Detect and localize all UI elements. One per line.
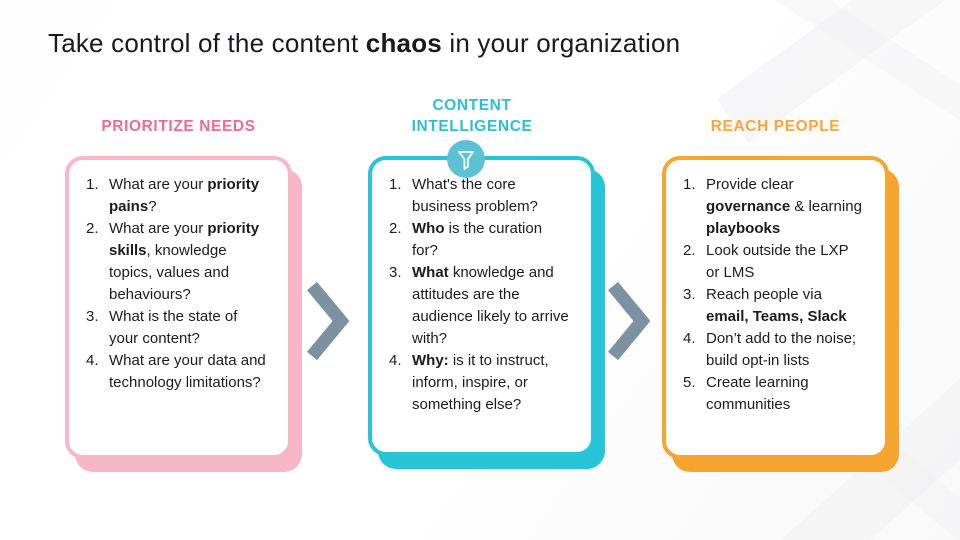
list-item: What are your priority skills, knowledge… (86, 218, 260, 303)
card: What are your priority pains?What are yo… (65, 156, 302, 459)
column-header: PRIORITIZE NEEDS (101, 118, 256, 136)
slide-title: Take control of the content chaos in you… (48, 28, 681, 58)
card: Provide clear governance & learning play… (662, 156, 899, 459)
list-item: Provide clear governance & learning play… (683, 174, 862, 237)
column-header: REACH PEOPLE (710, 118, 841, 136)
funnel-icon (447, 140, 485, 178)
list-item: What knowledge and attitudes are the aud… (389, 262, 569, 347)
list-item: Don’t add to the noise; build opt-in lis… (683, 328, 857, 369)
list-item: What are your priority pains? (86, 174, 260, 215)
list-item: What is the state of your content? (86, 306, 238, 347)
column-content-intelligence: CONTENT INTELLIGENCE What's the core bus… (368, 90, 605, 456)
list-item: What's the core business problem? (389, 174, 538, 215)
list-item: What are your data and technology limita… (86, 350, 266, 391)
chevron-right-icon (606, 280, 651, 362)
card-list: What's the core business problem?Who is … (388, 174, 569, 416)
column-prioritize-needs: PRIORITIZE NEEDS What are your priority … (65, 90, 302, 459)
list-item: Why: is it to instruct, inform, inspire,… (389, 350, 549, 413)
card-list: What are your priority pains?What are yo… (85, 174, 266, 394)
card: What's the core business problem?Who is … (368, 140, 605, 456)
card-list: Provide clear governance & learning play… (682, 174, 863, 416)
column-reach-people: REACH PEOPLE Provide clear governance & … (662, 90, 899, 459)
column-header: CONTENT INTELLIGENCE (411, 97, 533, 136)
list-item: Who is the curation for? (389, 218, 543, 259)
list-item: Look outside the LXP or LMS (683, 240, 849, 281)
list-item: Create learning communities (683, 372, 809, 413)
chevron-right-icon (305, 280, 350, 362)
list-item: Reach people via email, Teams, Slack (683, 284, 847, 325)
